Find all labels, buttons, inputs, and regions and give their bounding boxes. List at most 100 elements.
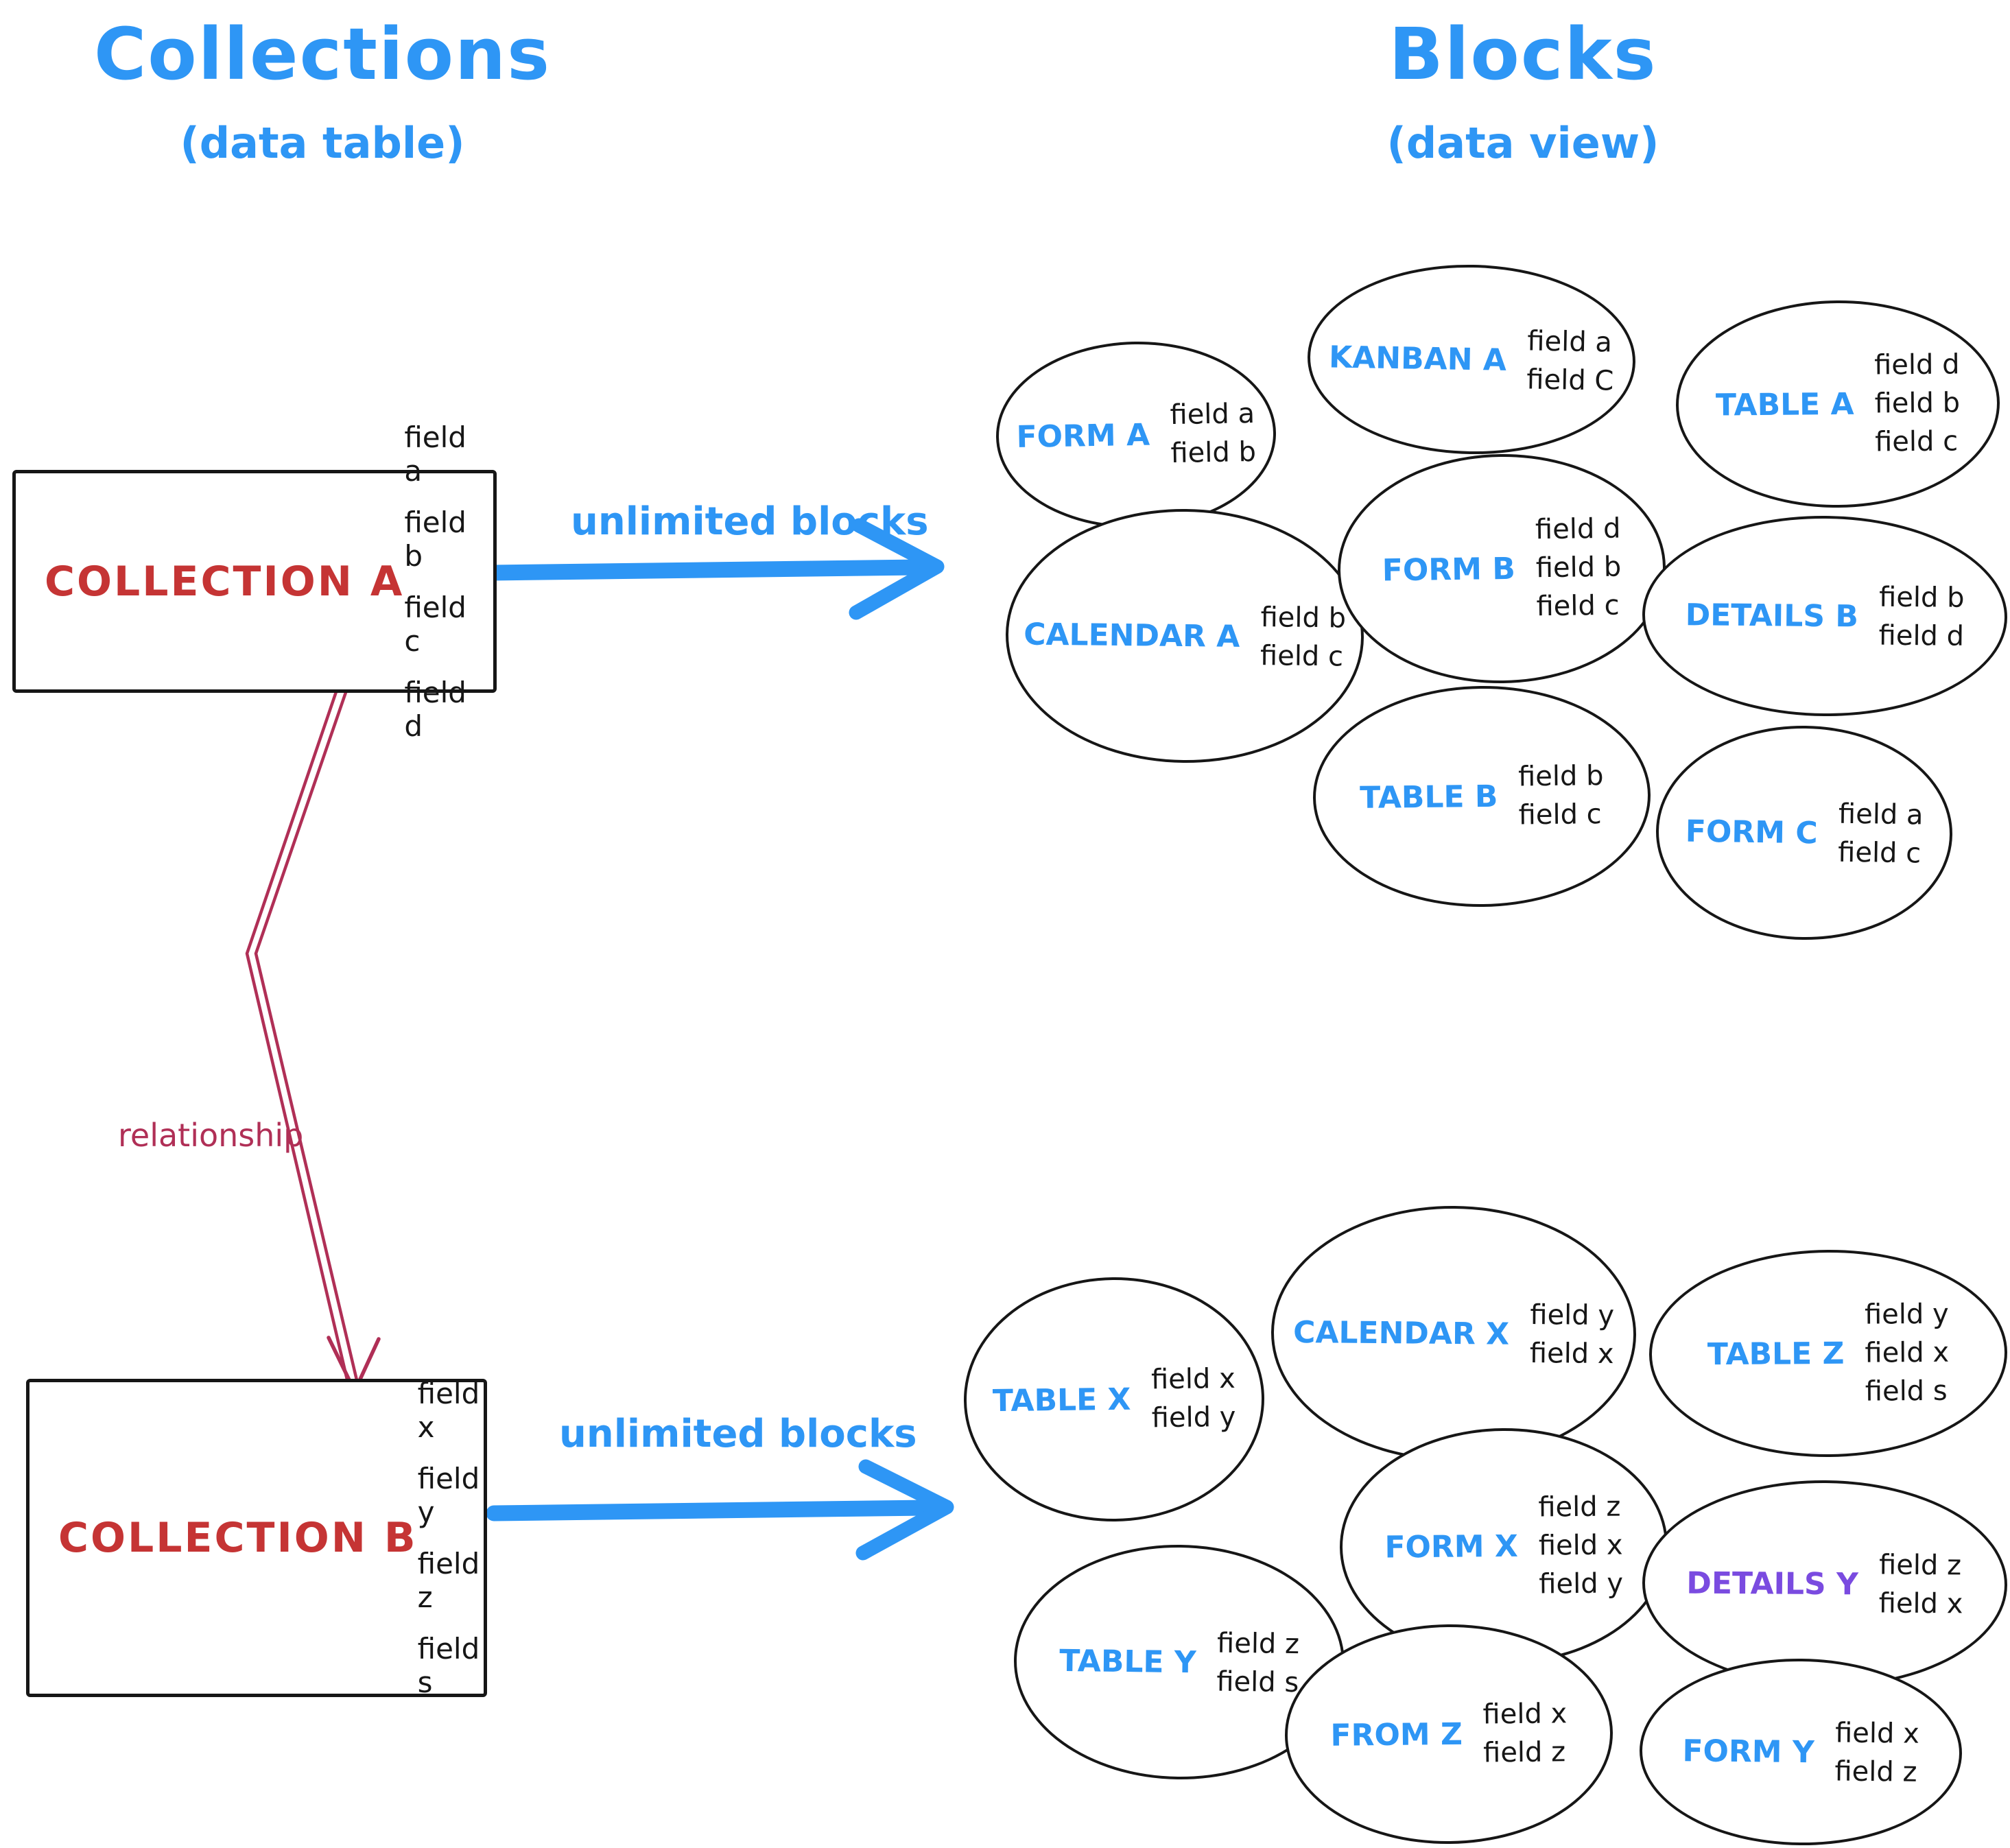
field: field d	[404, 675, 466, 743]
block-fields: field x field y	[1151, 1363, 1236, 1434]
block-fields: field a field C	[1526, 325, 1615, 396]
field: field c	[404, 590, 466, 658]
collections-subtitle: (data table)	[180, 118, 465, 168]
field: field C	[1526, 364, 1614, 397]
block-fields: field b field c	[1518, 760, 1604, 831]
block-label: TABLE A	[1715, 386, 1854, 423]
block-form-a: FORM A field a field b	[994, 339, 1278, 531]
blocks-title: Blocks	[1388, 12, 1657, 96]
block-label: DETAILS B	[1685, 597, 1859, 634]
block-label: DETAILS Y	[1686, 1565, 1859, 1602]
field: field c	[1874, 425, 1959, 458]
collection-b-fields: field x field y field z field s	[418, 1377, 484, 1699]
field: field y	[1530, 1299, 1615, 1332]
field: field a	[1838, 798, 1924, 831]
unlimited-blocks-arrow-bottom	[486, 1459, 954, 1561]
field: field y	[1151, 1401, 1236, 1434]
field: field x	[1150, 1362, 1236, 1396]
block-label: FROM Z	[1330, 1716, 1463, 1753]
block-table-z: TABLE Z field y field x field s	[1648, 1248, 2009, 1458]
unlimited-blocks-label-top: unlimited blocks	[571, 499, 929, 544]
block-label: CALENDAR A	[1023, 617, 1240, 654]
block-fields: field d field b field c	[1535, 513, 1622, 623]
field: field s	[1865, 1375, 1948, 1408]
collections-title: Collections	[93, 12, 551, 96]
field: field z	[1538, 1491, 1621, 1524]
field: field b	[404, 505, 466, 573]
collection-a-fields: field a field b field c field d	[404, 420, 471, 743]
block-label: FORM B	[1382, 551, 1516, 588]
field: field a	[1170, 397, 1255, 431]
block-label: TABLE B	[1359, 779, 1498, 816]
field: field y	[417, 1462, 480, 1529]
field: field z	[1216, 1627, 1300, 1661]
block-fields: field z field x field y	[1538, 1491, 1623, 1600]
field: field x	[1529, 1337, 1614, 1371]
field: field d	[1878, 619, 1965, 652]
block-fields: field x field z	[1482, 1698, 1568, 1768]
block-label: KANBAN A	[1328, 339, 1507, 378]
block-label: TABLE X	[992, 1382, 1131, 1419]
collection-a-box: COLLECTION A field a field b field c fie…	[12, 420, 497, 743]
block-calendar-x: CALENDAR X field y field x	[1270, 1204, 1637, 1463]
field: field c	[1518, 798, 1602, 831]
block-table-a: TABLE A field d field b field c	[1675, 298, 2001, 510]
field: field d	[1873, 348, 1960, 381]
field: field b	[1874, 387, 1961, 420]
block-label: CALENDAR X	[1292, 1314, 1510, 1352]
field: field d	[1535, 512, 1621, 546]
block-fields: field a field b	[1170, 398, 1256, 469]
collection-a-name: COLLECTION A	[45, 557, 405, 606]
block-fields: field x field z	[1834, 1718, 1919, 1788]
block-kanban-a: KANBAN A field a field C	[1305, 261, 1637, 458]
collection-b-name: COLLECTION B	[58, 1514, 418, 1562]
field: field c	[1260, 640, 1344, 673]
block-fields: field y field x field s	[1865, 1299, 1950, 1408]
block-fields: field b field c	[1260, 602, 1346, 672]
field: field a	[404, 420, 466, 488]
field: field b	[1260, 602, 1347, 635]
field: field z	[417, 1547, 480, 1614]
block-calendar-a: CALENDAR A field b field c	[1004, 507, 1365, 765]
field: field y	[1864, 1298, 1949, 1331]
relationship-arrow	[245, 676, 381, 1393]
field: field s	[417, 1632, 480, 1699]
block-details-b: DETAILS B field b field d	[1641, 514, 2009, 718]
field: field s	[1216, 1666, 1299, 1699]
field: field c	[1536, 589, 1620, 623]
field: field x	[417, 1377, 480, 1444]
block-from-z: FROM Z field x field z	[1284, 1622, 1614, 1846]
block-form-y: FORM Y field x field z	[1638, 1657, 1963, 1847]
block-label: FORM Y	[1682, 1733, 1815, 1770]
field: field z	[1482, 1736, 1566, 1769]
block-label: FORM X	[1384, 1528, 1519, 1565]
field: field z	[1878, 1549, 1962, 1582]
field: field y	[1539, 1567, 1624, 1600]
field: field b	[1170, 436, 1257, 470]
field: field x	[1482, 1698, 1568, 1731]
block-label: TABLE Z	[1707, 1336, 1845, 1372]
block-fields: field y field x	[1530, 1299, 1615, 1370]
blocks-subtitle: (data view)	[1386, 118, 1659, 168]
block-form-b: FORM B field d field b field c	[1336, 451, 1668, 686]
collection-b-box: COLLECTION B field x field y field z fie…	[26, 1377, 487, 1699]
field: field b	[1517, 760, 1604, 793]
block-details-y: DETAILS Y field z field x	[1641, 1479, 2009, 1689]
unlimited-blocks-label-bottom: unlimited blocks	[559, 1412, 917, 1456]
relationship-label: relationship	[118, 1117, 304, 1154]
field: field a	[1526, 325, 1613, 359]
block-label: TABLE Y	[1059, 1643, 1197, 1680]
field: field z	[1834, 1755, 1917, 1788]
field: field x	[1865, 1336, 1950, 1369]
block-fields: field a field c	[1838, 798, 1924, 870]
field: field b	[1878, 581, 1965, 614]
block-fields: field d field b field c	[1874, 348, 1961, 458]
field: field c	[1837, 836, 1922, 870]
block-fields: field z field s	[1216, 1628, 1299, 1698]
block-form-c: FORM C field a field c	[1654, 723, 1954, 943]
block-table-b: TABLE B field b field c	[1312, 684, 1652, 909]
block-fields: field z field x	[1879, 1550, 1963, 1620]
block-fields: field b field d	[1878, 582, 1964, 652]
field: field x	[1878, 1587, 1963, 1620]
